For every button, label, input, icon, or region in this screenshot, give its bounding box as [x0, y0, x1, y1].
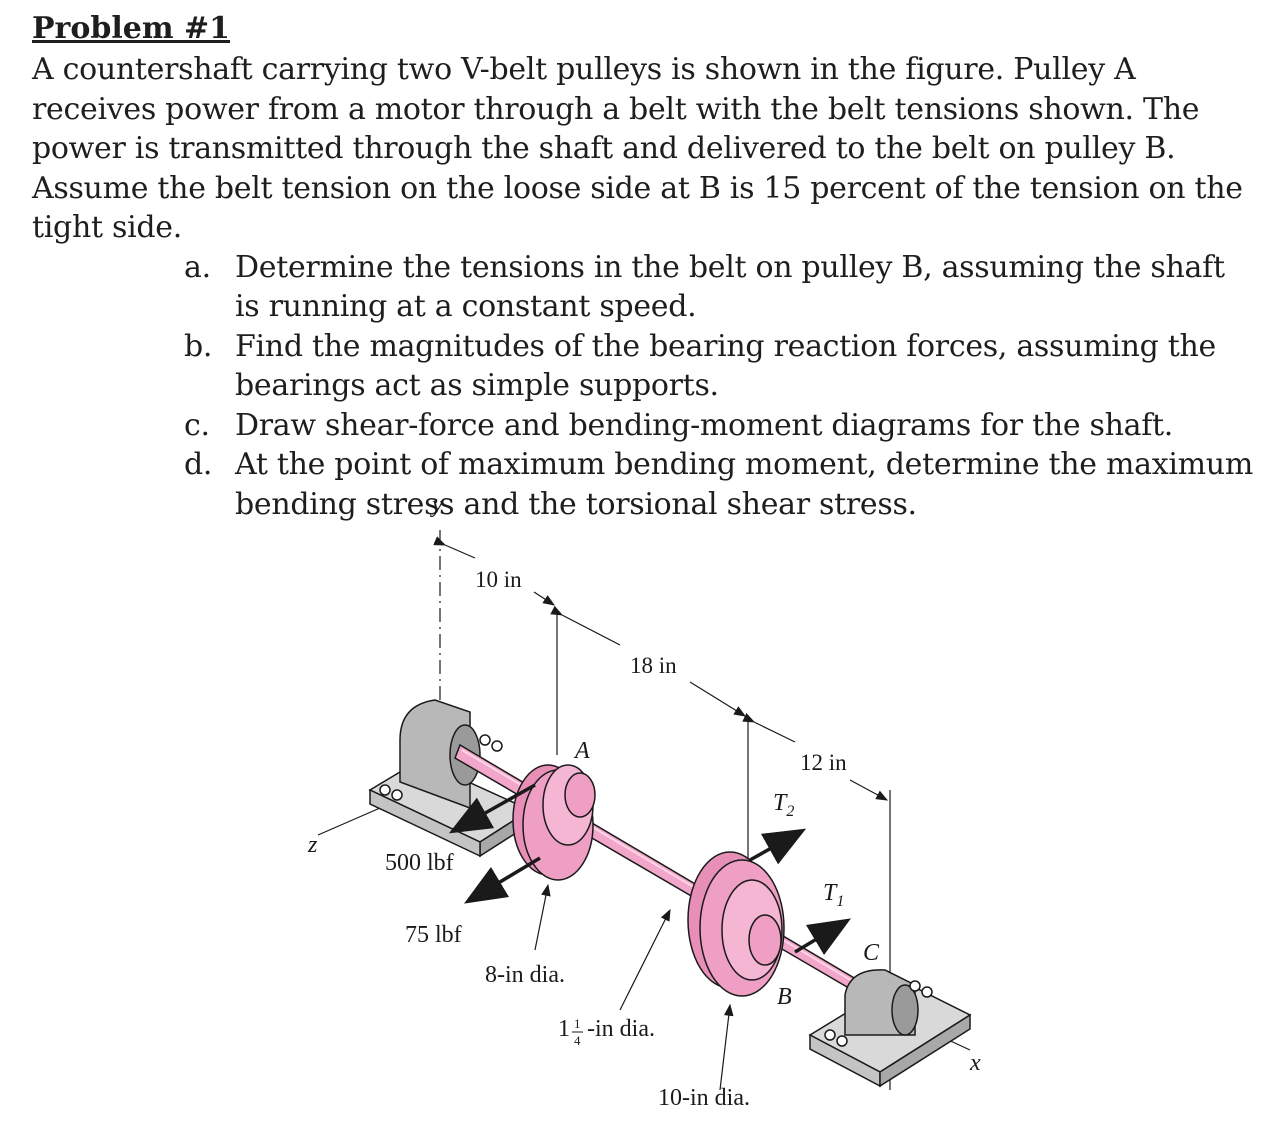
axis-z-label: z — [307, 832, 318, 858]
pulley-a — [512, 764, 596, 881]
dim-18in-right-arrow — [689, 681, 747, 717]
dim-10in-right-arrow — [533, 591, 556, 606]
dia-shaft-numerator: 1 — [574, 1016, 581, 1031]
bearing-left-housing — [399, 699, 471, 810]
part-d: d. At the point of maximum bending momen… — [32, 445, 1257, 524]
part-a-text: Determine the tensions in the belt on pu… — [235, 249, 1225, 325]
diameter-leaders — [534, 883, 734, 1091]
dim-12in-right-arrow — [849, 779, 889, 801]
force-75-label: 75 lbf — [405, 922, 462, 948]
force-500-label: 500 lbf — [385, 850, 454, 876]
dim-18in-label: 18 in — [630, 653, 677, 678]
bearing-right-bolt-2 — [836, 1035, 848, 1047]
bearing-left-bolt-2 — [391, 789, 403, 801]
bearing-left-bolt-4 — [491, 740, 503, 752]
part-a: a. Determine the tensions in the belt on… — [32, 248, 1257, 327]
bearing-right-bolt-3 — [909, 980, 921, 992]
countershaft-diagram: y z x O 10 in 18 in 12 in — [307, 492, 981, 1111]
pulley-b — [687, 851, 785, 997]
tension-t1-label: T1 — [823, 880, 844, 910]
pulley-b-hub — [748, 914, 782, 966]
leader-shaft — [619, 908, 671, 1011]
tension-arrows-a — [448, 783, 541, 904]
z-axis-line — [317, 807, 381, 836]
dia-pulley-b-label: 10-in dia. — [658, 1085, 750, 1111]
axis-x-label: x — [969, 1050, 981, 1076]
dim-10in-left-arrow — [433, 536, 476, 559]
part-b: b. Find the magnitudes of the bearing re… — [32, 327, 1257, 406]
dim-12in-left-arrow — [742, 712, 796, 743]
tension-t2-label: T2 — [773, 790, 794, 820]
bearing-right — [808, 969, 972, 1088]
bearing-right-housing-face — [891, 984, 919, 1036]
dim-18in-left-arrow — [550, 605, 621, 646]
force-75-arrow — [463, 856, 541, 904]
dim-10in-label: 10 in — [475, 567, 522, 592]
bearing-left-bolt-1 — [379, 784, 391, 796]
problem-parts-list: a. Determine the tensions in the belt on… — [32, 248, 1257, 525]
tension-arrows-b — [749, 828, 852, 956]
bearing-right-base-side — [879, 1013, 971, 1088]
part-c-text: Draw shear-force and bending-moment diag… — [235, 407, 1174, 443]
part-a-marker: a. — [184, 249, 211, 285]
dia-pulley-a-label: 8-in dia. — [485, 962, 565, 988]
bearing-left-bolt-3 — [479, 734, 491, 746]
part-b-text: Find the magnitudes of the bearing react… — [235, 328, 1216, 404]
dia-shaft-whole: 1 — [558, 1016, 570, 1042]
dia-shaft-denominator: 4 — [574, 1033, 581, 1048]
point-b-label: B — [777, 984, 792, 1010]
axis-y-label: y — [430, 492, 443, 518]
countershaft-figure: y z x O 10 in 18 in 12 in — [290, 490, 1010, 1130]
part-c: c. Draw shear-force and bending-moment d… — [32, 406, 1257, 446]
pulley-a-hub — [564, 772, 596, 818]
problem-intro: A countershaft carrying two V-belt pulle… — [32, 52, 1243, 245]
bearing-left-base-front — [369, 788, 481, 858]
tension-t1-arrow — [794, 918, 852, 956]
bearing-right-bolt-4 — [921, 986, 933, 998]
problem-title: Problem #1 — [32, 11, 231, 46]
part-c-marker: c. — [184, 407, 210, 443]
bearing-right-bolt-1 — [824, 1029, 836, 1041]
dim-12in-label: 12 in — [800, 750, 847, 775]
leader-8in — [534, 883, 551, 951]
tension-t2-arrow — [749, 828, 807, 865]
dia-shaft-text: -in dia. — [587, 1016, 655, 1042]
point-c-label: C — [863, 940, 880, 966]
part-b-marker: b. — [184, 328, 213, 364]
part-d-text: At the point of maximum bending moment, … — [235, 447, 1253, 522]
force-500-arrow — [448, 783, 536, 834]
problem-text: Problem #1 A countershaft carrying two V… — [32, 8, 1257, 524]
leader-10in — [719, 1003, 734, 1091]
part-d-marker: d. — [184, 447, 213, 482]
dia-shaft-label: 1 1 4 -in dia. — [558, 1016, 655, 1048]
point-a-label: A — [573, 738, 590, 764]
